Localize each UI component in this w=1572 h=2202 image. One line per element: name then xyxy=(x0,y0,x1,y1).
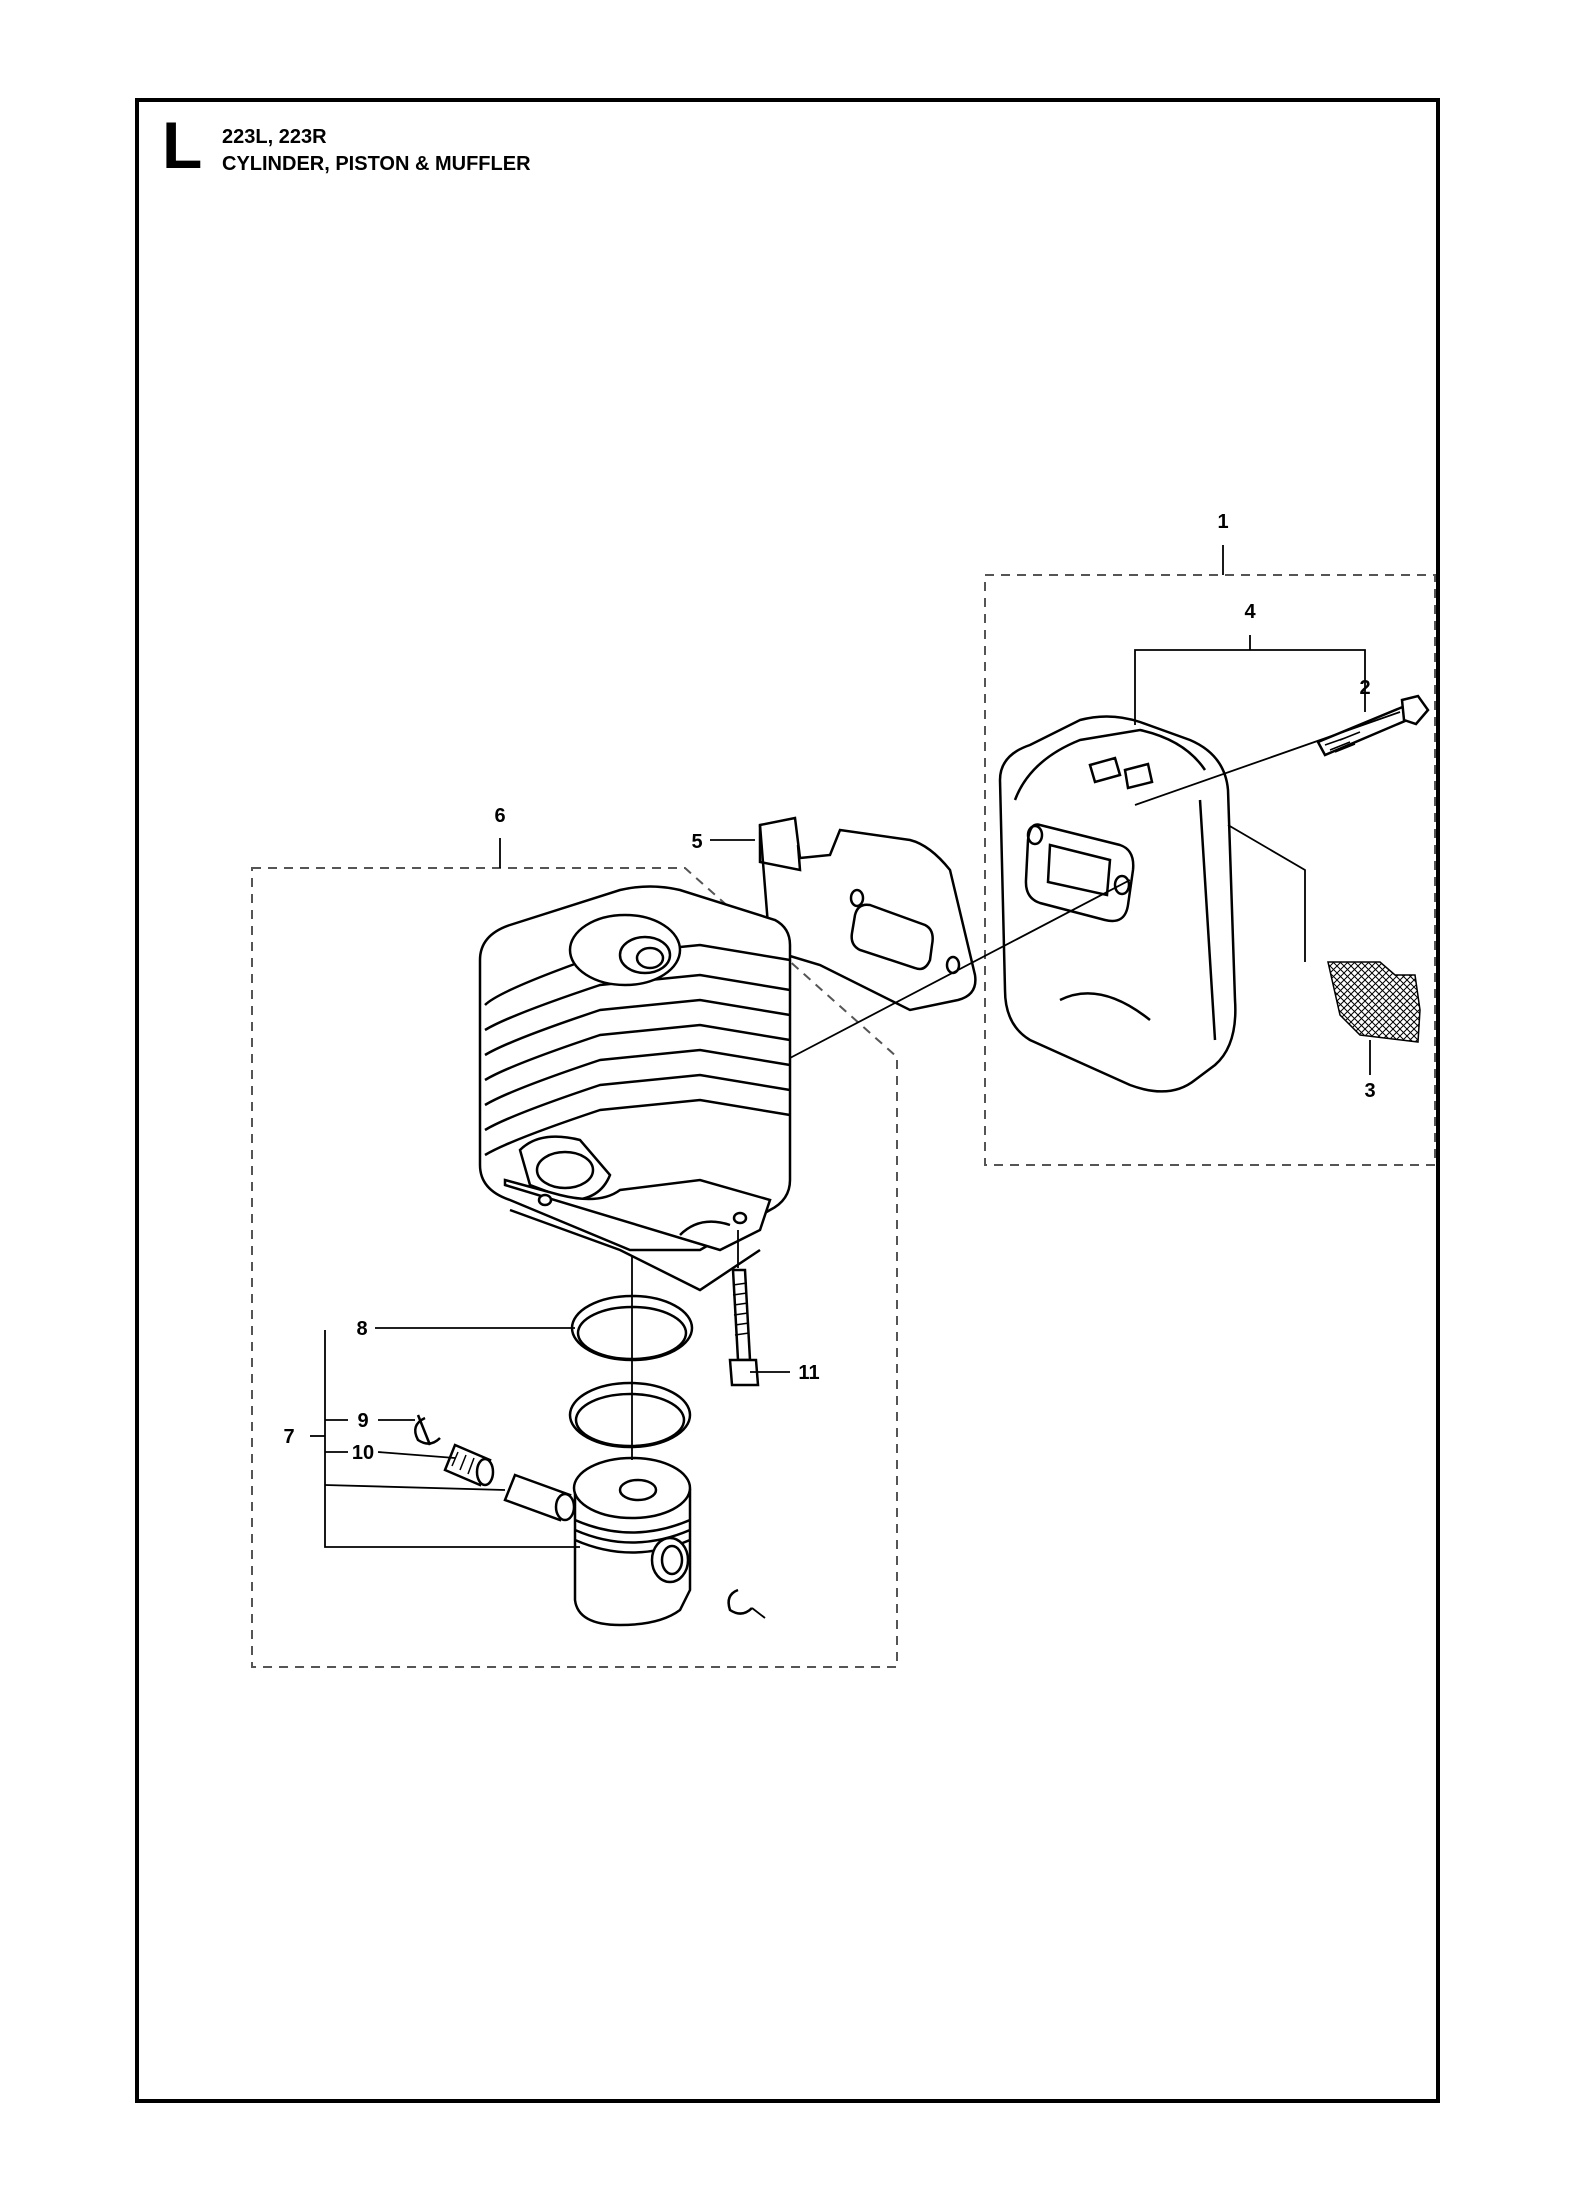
page-frame xyxy=(135,98,1440,2103)
piston-rings-part xyxy=(568,1294,694,1449)
section-letter: L xyxy=(162,108,203,182)
page-title: CYLINDER, PISTON & MUFFLER xyxy=(222,153,531,175)
callout-11: 11 xyxy=(798,1362,819,1384)
cylinder-bolt-part xyxy=(728,1268,760,1387)
cylinder-part xyxy=(478,885,792,1292)
callout-7: 7 xyxy=(283,1426,294,1448)
callout-4: 4 xyxy=(1244,601,1256,623)
needle-bearing-part xyxy=(443,1443,495,1487)
callout-2: 2 xyxy=(1359,677,1370,699)
spark-arrestor-screen-part xyxy=(1327,961,1421,1043)
cylinder-kit-group-box xyxy=(251,867,898,1668)
muffler-part xyxy=(998,715,1237,1093)
callout-6: 6 xyxy=(494,805,505,827)
muffler-bolt-part xyxy=(1316,694,1430,757)
leader-lines xyxy=(310,545,1401,1619)
callout-10: 10 xyxy=(352,1442,374,1464)
callout-1: 1 xyxy=(1217,511,1228,533)
muffler-kit-group-box xyxy=(984,574,1436,1166)
callout-9: 9 xyxy=(357,1410,368,1432)
piston-part xyxy=(572,1456,692,1627)
callout-labels: 1 4 2 3 5 6 8 7 9 10 11 xyxy=(283,511,1375,1464)
callout-8: 8 xyxy=(356,1318,367,1340)
callout-5: 5 xyxy=(691,831,702,853)
heat-shield-bracket-part xyxy=(758,816,977,1012)
piston-pin-part xyxy=(503,1473,576,1522)
callout-3: 3 xyxy=(1364,1080,1375,1102)
circlip-part xyxy=(413,1414,753,1615)
model-numbers: 223L, 223R xyxy=(222,126,327,148)
